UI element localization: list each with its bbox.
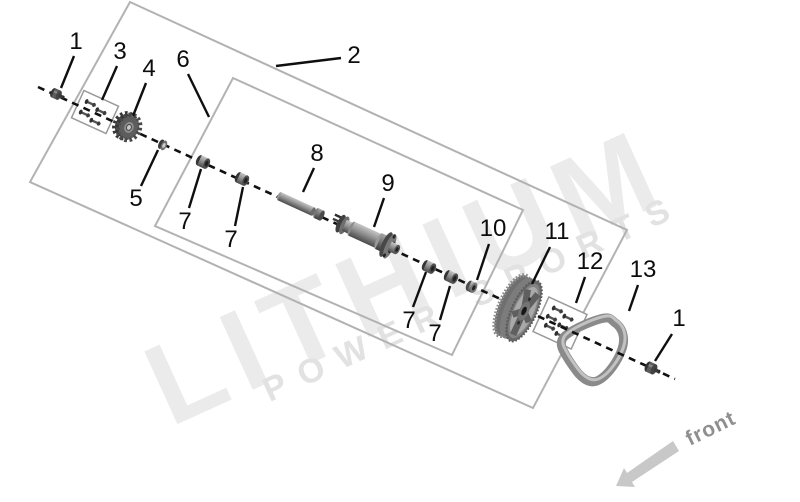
- callout-leaders: [59, 55, 674, 362]
- callout-label-10: 10: [479, 215, 507, 242]
- leader-2: [275, 56, 342, 68]
- spacer-bushing-4-icon: [442, 268, 460, 286]
- front-arrow-icon: [616, 441, 679, 487]
- callout-label-12: 12: [576, 248, 604, 275]
- washer-icon: [156, 138, 169, 152]
- leader-10: [475, 243, 491, 281]
- drive-belt-icon: [556, 313, 629, 387]
- inner-assembly-box: [153, 76, 525, 357]
- wheel-hub-icon: [332, 213, 401, 259]
- leader-3: [100, 65, 119, 101]
- callout-label-7d: 7: [428, 320, 442, 347]
- callout-label-1-right: 1: [672, 305, 686, 332]
- leader-4: [131, 82, 148, 117]
- callout-label-1-left: 1: [69, 28, 83, 55]
- callout-label-7a: 7: [178, 208, 192, 235]
- leader-13: [627, 284, 640, 312]
- callout-label-8: 8: [310, 140, 324, 167]
- callout-label-3: 3: [113, 38, 127, 65]
- leader-1-left: [59, 55, 76, 89]
- callout-label-13: 13: [629, 256, 657, 283]
- outer-assembly-box: [28, 0, 629, 410]
- callout-label-7c: 7: [402, 307, 416, 334]
- leader-7b: [233, 186, 245, 227]
- callout-label-5: 5: [129, 185, 143, 212]
- flanged-washer-icon: [465, 280, 478, 293]
- callout-label-6: 6: [176, 46, 190, 73]
- callout-label-7b: 7: [224, 226, 238, 253]
- flange-nut-right-icon: [643, 360, 663, 378]
- leader-1-right: [653, 333, 674, 362]
- leader-7c: [411, 271, 428, 308]
- axle-spacer-shaft-icon: [276, 192, 325, 221]
- leader-5: [139, 149, 160, 187]
- callout-label-2: 2: [347, 42, 361, 69]
- leader-6: [186, 73, 211, 118]
- leader-12: [574, 276, 587, 304]
- leader-7a: [187, 168, 203, 209]
- spacer-bushing-3-icon: [420, 258, 438, 276]
- callout-label-11: 11: [544, 218, 570, 245]
- spacer-bushing-1-icon: [194, 153, 212, 171]
- callout-label-9: 9: [381, 170, 395, 197]
- leader-7d: [438, 285, 452, 321]
- callout-label-4: 4: [142, 55, 156, 82]
- timing-pulley-icon: [492, 273, 543, 343]
- screw-kit-upper-icon: [70, 89, 120, 135]
- leader-9: [372, 197, 386, 228]
- leader-11: [530, 246, 552, 285]
- leader-8: [301, 167, 316, 193]
